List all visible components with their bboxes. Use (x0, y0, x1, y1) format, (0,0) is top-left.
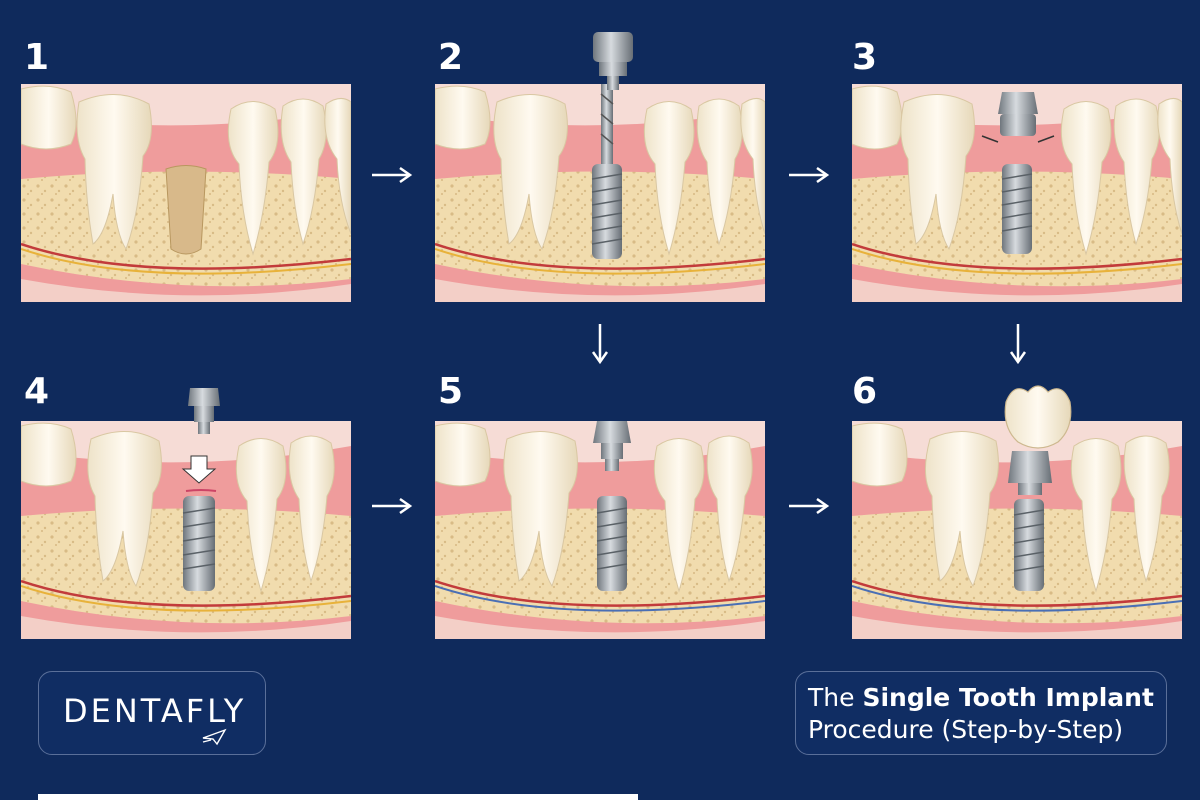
crown-placement-illustration (852, 421, 1182, 639)
title-line-2: Procedure (Step-by-Step) (808, 715, 1124, 744)
step-number-1: 1 (24, 37, 50, 78)
missing-tooth-illustration (21, 84, 351, 302)
abutment-placement-illustration (21, 421, 351, 639)
arrow-down-icon (1008, 322, 1028, 366)
brand-name: DENTAFLY (63, 692, 247, 730)
title-card: The Single Tooth Implant Procedure (Step… (795, 671, 1167, 755)
arrow-down-icon (590, 322, 610, 366)
step-number-6: 6 (852, 371, 878, 412)
abutment-attached-illustration (435, 421, 765, 639)
panel-step-2 (435, 84, 765, 302)
panel-step-5 (435, 421, 765, 639)
arrow-right-icon (787, 165, 831, 185)
brand-logo: DENTAFLY (38, 671, 266, 755)
title-line-1: The Single Tooth Implant (808, 682, 1154, 714)
healing-cap-illustration (852, 84, 1182, 302)
panel-step-6 (852, 421, 1182, 639)
step-number-2: 2 (438, 37, 464, 78)
arrow-right-icon (370, 496, 414, 516)
arrow-right-icon (370, 165, 414, 185)
drilling-illustration (435, 84, 765, 302)
panel-step-3 (852, 84, 1182, 302)
panel-step-1 (21, 84, 351, 302)
title-emphasis: Single Tooth Implant (862, 683, 1154, 712)
arrow-right-icon (787, 496, 831, 516)
step-number-3: 3 (852, 37, 878, 78)
step-number-5: 5 (438, 371, 464, 412)
step-number-4: 4 (24, 371, 50, 412)
drill-handpiece-icon (593, 32, 633, 90)
implant-screw (591, 164, 623, 259)
footer-bar (38, 794, 638, 800)
panel-step-4 (21, 421, 351, 639)
title-prefix: The (808, 683, 863, 712)
crown-icon (1004, 385, 1072, 449)
abutment-icon (188, 388, 220, 434)
plane-icon (202, 728, 227, 746)
